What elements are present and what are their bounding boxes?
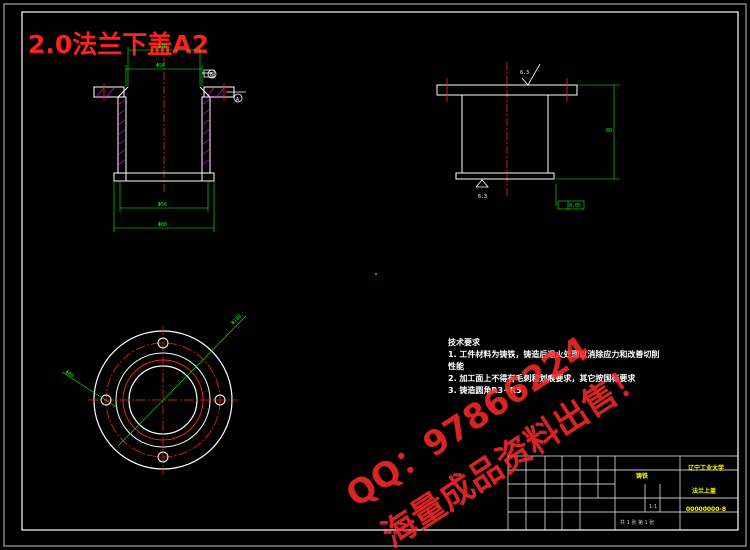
bolt-hole-right bbox=[214, 394, 226, 406]
tb-part-name: 法兰上盖 bbox=[692, 487, 716, 495]
bolt-hole-top bbox=[157, 337, 169, 349]
bolt-hole-bottom bbox=[157, 451, 169, 463]
chamfer-left bbox=[117, 86, 129, 98]
notes-line-4: 3. 铸造圆角R3~R5 bbox=[448, 385, 522, 395]
top-view: Φ100 Φ80 bbox=[61, 313, 247, 475]
outer-frame bbox=[3, 3, 747, 547]
roughness-top-symbol bbox=[521, 63, 541, 86]
dim-inner-bore-label: Φ56 bbox=[156, 63, 165, 69]
wall-left bbox=[117, 96, 127, 174]
wall-hatch bbox=[95, 87, 225, 166]
dim-bottom-outer-label: Φ80 bbox=[158, 222, 167, 228]
notes-heading: 技术要求 bbox=[448, 337, 481, 347]
flatness-frame bbox=[555, 184, 585, 210]
tb-school: 辽宁工业大学 bbox=[688, 464, 724, 472]
roughness-bottom-label: 6.3 bbox=[478, 194, 487, 200]
bolt-hole-left bbox=[100, 394, 112, 406]
dim-height-label: 80 bbox=[606, 128, 612, 134]
chamfer-right bbox=[199, 86, 211, 98]
roughness-top-label: 6.3 bbox=[520, 70, 529, 76]
diameter-leader bbox=[117, 315, 247, 447]
notes-line-3: 2. 加工面上不得有毛刺和划痕要求，其它按国标要求 bbox=[448, 373, 636, 383]
wall-right bbox=[201, 96, 211, 174]
datum-a-flag bbox=[226, 91, 246, 103]
flatness-label: 0.05 bbox=[569, 203, 581, 209]
inner-frame bbox=[21, 11, 739, 531]
stray-point bbox=[375, 273, 377, 275]
pcd-label: Φ80 bbox=[64, 369, 75, 379]
side-view: 6.3 6.3 80 0.05 bbox=[436, 62, 620, 210]
tb-sheet: 共 1 张 第 1 张 bbox=[620, 519, 654, 526]
tb-material: 铸铁 bbox=[636, 472, 648, 480]
dim-height bbox=[556, 84, 620, 180]
side-bottom-flange bbox=[455, 172, 555, 180]
dim-bottom bbox=[113, 182, 215, 232]
roughness-bottom-symbol bbox=[475, 179, 489, 188]
dim-top-width-label: Φ70 bbox=[158, 44, 167, 50]
notes-line-2: 性能 bbox=[448, 361, 464, 371]
tb-drawing-no: 00000000-8 bbox=[686, 506, 726, 513]
drawing-title: 2.0法兰下盖A2 bbox=[28, 30, 209, 59]
side-body bbox=[461, 94, 549, 174]
notes-line-1: 1. 工件材料为铸铁，铸造后退火处理以消除应力和改善切削 bbox=[448, 349, 659, 359]
datum-a-label: A bbox=[236, 97, 239, 103]
title-block bbox=[507, 455, 739, 531]
technical-notes: 技术要求 1. 工件材料为铸铁，铸造后退火处理以消除应力和改善切削 性能 2. … bbox=[448, 337, 659, 395]
dim-bottom-inner-label: Φ56 bbox=[158, 202, 167, 208]
outer-dia-label: Φ100 bbox=[230, 313, 243, 326]
datum-b-flag bbox=[202, 69, 217, 79]
pcd-leader bbox=[61, 371, 119, 409]
front-section-view: Φ70 Φ56 B A Φ56 Φ80 bbox=[93, 44, 246, 232]
top-flange-left bbox=[93, 86, 125, 98]
tb-scale: 1:1 bbox=[649, 504, 657, 510]
datum-b-label: B bbox=[210, 72, 213, 78]
dim-top-width bbox=[125, 47, 203, 86]
bottom-flange bbox=[113, 172, 215, 182]
